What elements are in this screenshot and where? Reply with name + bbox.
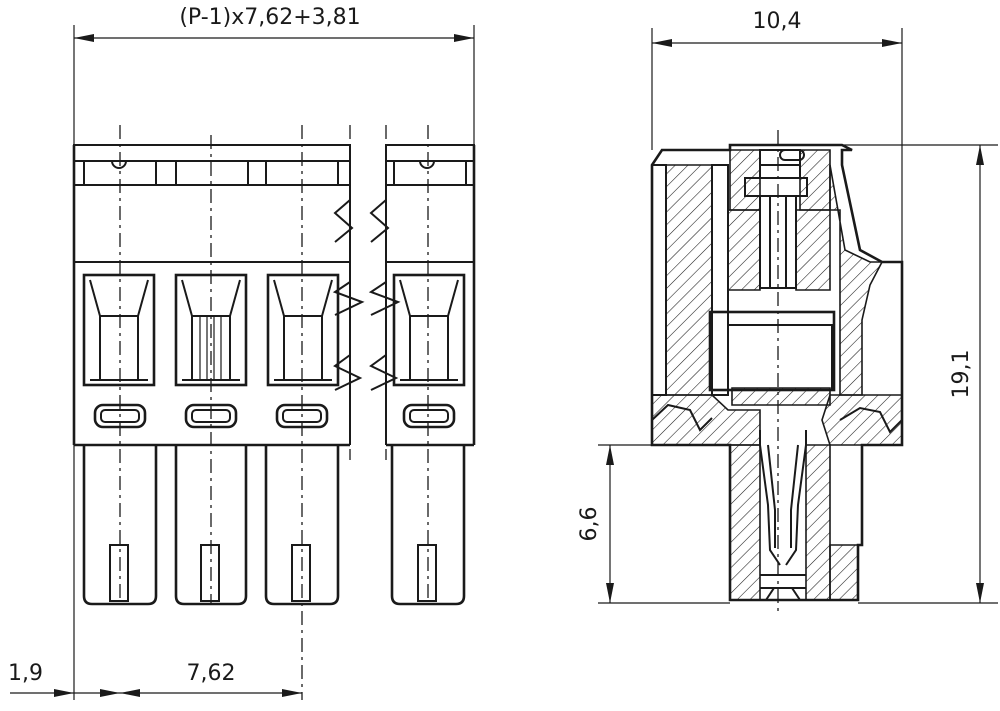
- front-view: [72, 25, 476, 700]
- connector-body: [72, 145, 476, 447]
- dimension-overall-width: (P-1)x7,62+3,81: [74, 5, 474, 42]
- screw-window-1: [82, 273, 156, 387]
- side-width-label: 10,4: [753, 9, 802, 34]
- screw-window-3: [266, 273, 340, 387]
- pins: [82, 445, 466, 606]
- height-label: 19,1: [949, 350, 974, 399]
- top-rail: [73, 144, 475, 186]
- side-view: [650, 130, 904, 612]
- break-line: [332, 199, 401, 391]
- dimension-height: 19,1: [842, 144, 998, 604]
- dimension-pin-length: 6,6: [577, 444, 730, 604]
- edge-offset-label: 1,9: [8, 661, 43, 686]
- centerlines: [119, 125, 429, 700]
- pin-length-label: 6,6: [577, 507, 602, 542]
- screw-window-4: [392, 273, 466, 387]
- dimension-pitch: 7,62: [74, 661, 302, 697]
- pitch-label: 7,62: [187, 661, 236, 686]
- slots: [93, 403, 456, 429]
- dimension-edge-offset: 1,9: [8, 661, 74, 697]
- overall-width-label: (P-1)x7,62+3,81: [179, 5, 360, 30]
